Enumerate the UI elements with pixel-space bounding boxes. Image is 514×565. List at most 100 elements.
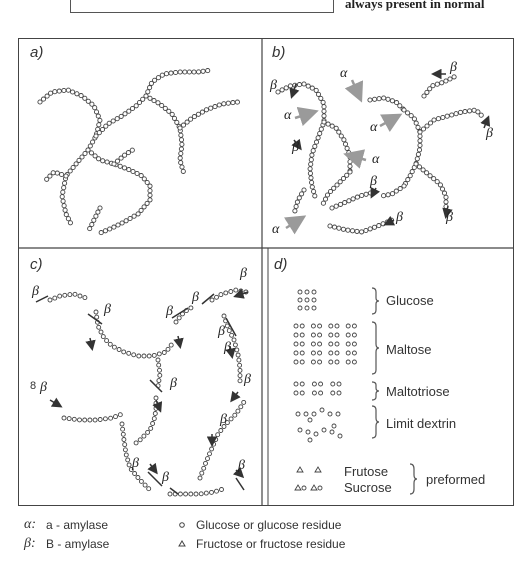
glucose-residue [341, 227, 345, 231]
glucose-group-residue [294, 351, 298, 355]
glucose-residue [215, 489, 219, 493]
glucose-residue [41, 97, 45, 101]
beta-label-b1: β [450, 60, 457, 76]
glucose-residue [157, 363, 161, 367]
glucose-residue [310, 185, 314, 189]
glucose-residue [310, 180, 314, 184]
glucose-group-residue [337, 391, 341, 395]
glucose-residue [60, 172, 64, 176]
glucose-residue [390, 99, 394, 103]
glucose-residue [152, 417, 156, 421]
glucose-residue [322, 105, 326, 109]
glucose-group-residue [331, 391, 335, 395]
glucose-residue [134, 441, 138, 445]
glucose-residue [314, 88, 318, 92]
glucose-residue [238, 363, 242, 367]
glucose-residue [476, 110, 480, 114]
glucose-residue [436, 117, 440, 121]
glucose-residue [166, 347, 170, 351]
glucose-residue [156, 76, 160, 80]
glucose-residue [94, 310, 98, 314]
glucose-residue [93, 418, 97, 422]
glucose-residue [288, 84, 292, 88]
glucose-residue [172, 116, 176, 120]
glucose-residue [142, 434, 146, 438]
beta-label-b6: β [446, 210, 453, 226]
glucose-residue [440, 81, 444, 85]
glucose-residue [210, 298, 214, 302]
fructose-triangle [297, 467, 303, 472]
glucose-residue [445, 114, 449, 118]
glucose-residue [377, 224, 381, 228]
alpha-label-4: α [372, 152, 379, 168]
glucose-residue [312, 189, 316, 193]
glucose-residue [222, 102, 226, 106]
glucose-residue [138, 438, 142, 442]
glucose-group-residue [294, 360, 298, 364]
glucose-residue [381, 222, 385, 226]
beta-label-c2: β [104, 302, 111, 318]
glucose-residue [440, 187, 444, 191]
glucose-residue [325, 193, 329, 197]
glucose-residue [360, 230, 364, 234]
maltose-label: Maltose [386, 342, 432, 357]
glucose-group-residue [346, 351, 350, 355]
glucose-residue [126, 458, 130, 462]
beta-label-c9: β [244, 372, 251, 388]
glucose-residue [418, 143, 422, 147]
glucose-residue [61, 190, 65, 194]
glucose-residue [88, 144, 92, 148]
glucose-residue [189, 306, 193, 310]
beta-label-c1: β [32, 284, 39, 300]
glucose-residue [112, 225, 116, 229]
glucose-residue [236, 353, 240, 357]
glucose-residue [105, 160, 109, 164]
glucose-residue [428, 174, 432, 178]
glucose-residue [94, 214, 98, 218]
glucose-group-residue [294, 342, 298, 346]
glucose-group-residue [305, 306, 309, 310]
dextrin-residue [322, 428, 326, 432]
glucose-residue [62, 88, 66, 92]
glucose-residue [328, 224, 332, 228]
glucose-residue [415, 157, 419, 161]
glucose-residue [335, 183, 339, 187]
glucose-residue [402, 184, 406, 188]
glucose-residue [126, 151, 130, 155]
glucose-residue [350, 229, 354, 233]
glucose-group-residue [294, 333, 298, 337]
glucose-residue [343, 142, 347, 146]
glucose-residue [418, 139, 422, 143]
glucose-residue [318, 131, 322, 135]
glucose-residue [89, 151, 93, 155]
beta-label-b3: β [292, 140, 299, 156]
glucose-residue [142, 177, 146, 181]
glucose-residue [183, 70, 187, 74]
glucose-residue [210, 447, 214, 451]
glucose-residue [330, 124, 334, 128]
glucose-residue [444, 195, 448, 199]
glucose-residue [438, 183, 442, 187]
glucose-residue [199, 492, 203, 496]
glucose-group-residue [352, 324, 356, 328]
legend-beta-text: B - amylase [46, 537, 109, 551]
glucose-residue [153, 412, 157, 416]
glucose-label: Glucose [386, 293, 434, 308]
glucose-residue [406, 178, 410, 182]
glucose-residue [332, 225, 336, 229]
legend-circle-text: Glucose or glucose residue [196, 518, 341, 532]
sucrose-glucose [318, 486, 322, 490]
glucose-residue [229, 290, 233, 294]
glucose-group-residue [318, 351, 322, 355]
glucose-group-residue [311, 333, 315, 337]
dextrin-residue [338, 434, 342, 438]
glucose-residue [194, 492, 198, 496]
glucose-residue [179, 161, 183, 165]
glucose-residue [479, 113, 483, 117]
glucose-residue [93, 106, 97, 110]
glucose-residue [321, 201, 325, 205]
glucose-residue [83, 418, 87, 422]
dextrin-residue [308, 438, 312, 442]
glucose-residue [222, 314, 226, 318]
glucose-residue [204, 108, 208, 112]
